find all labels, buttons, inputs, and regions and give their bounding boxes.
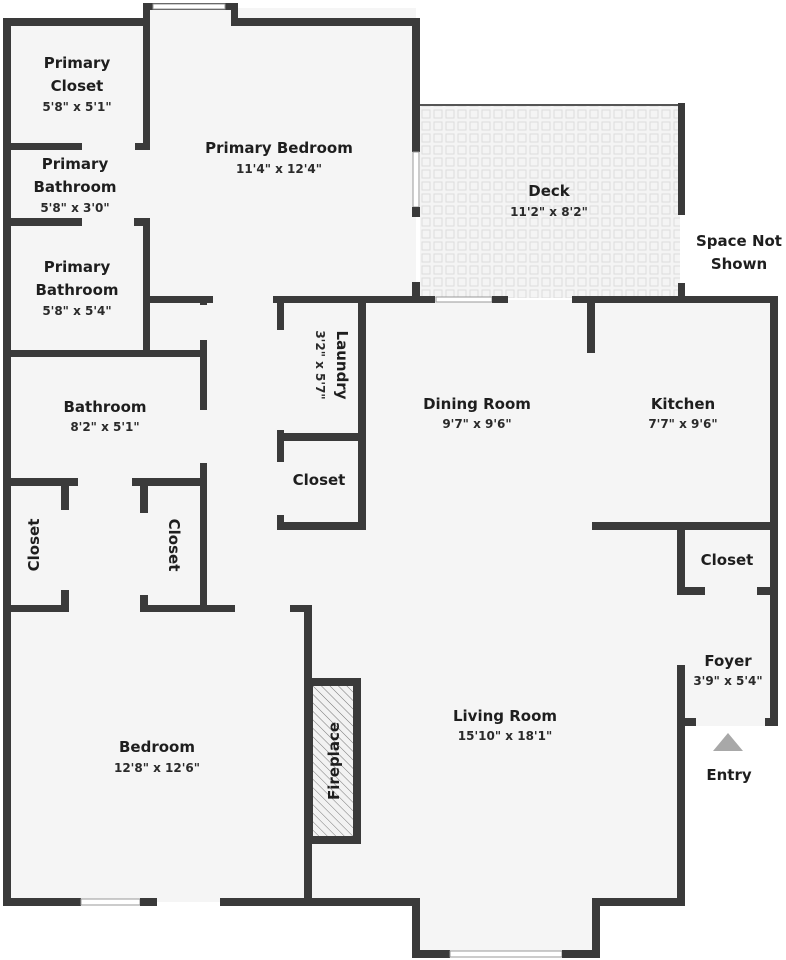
entry-arrow-icon (713, 733, 743, 751)
laundry-dims: 3'2" x 5'7" (313, 330, 327, 399)
deck-floor (420, 106, 680, 298)
primary-closet-label: Primary (44, 54, 111, 72)
hall-closet-label: Closet (293, 471, 346, 489)
kitchen-label: Kitchen (651, 395, 715, 413)
entry-label: Entry (706, 766, 751, 784)
primary-bathroom-large-dims: 5'8" x 5'4" (42, 304, 111, 318)
floor-fill (8, 8, 786, 960)
fireplace: Fireplace (310, 678, 361, 844)
primary-bedroom-dims: 11'4" x 12'4" (236, 162, 322, 176)
foyer-dims: 3'9" x 5'4" (693, 674, 762, 688)
deck-label: Deck (528, 182, 571, 200)
primary-bathroom-large-label: Primary (44, 258, 111, 276)
kitchen-dims: 7'7" x 9'6" (648, 417, 717, 431)
walls (3, 3, 778, 958)
space-not-shown-label: Space Not (696, 232, 782, 250)
primary-closet-label-2: Closet (51, 77, 104, 95)
foyer-closet-label: Closet (701, 551, 754, 569)
primary-bathroom-small-label-2: Bathroom (33, 178, 116, 196)
laundry-label: Laundry (333, 331, 351, 400)
primary-bathroom-small-dims: 5'8" x 3'0" (40, 201, 109, 215)
bedroom-closet-right-label: Closet (165, 519, 183, 572)
dining-room-dims: 9'7" x 9'6" (442, 417, 511, 431)
dining-room-label: Dining Room (423, 395, 531, 413)
room-labels: Primary Closet 5'8" x 5'1" Primary Bedro… (25, 54, 782, 784)
living-room-dims: 15'10" x 18'1" (458, 729, 552, 743)
living-room-label: Living Room (453, 707, 557, 725)
bathroom-dims: 8'2" x 5'1" (70, 420, 139, 434)
deck-dims: 11'2" x 8'2" (510, 205, 588, 219)
primary-bathroom-small-label: Primary (42, 155, 109, 173)
foyer-label: Foyer (704, 652, 752, 670)
space-not-shown-label-2: Shown (711, 255, 767, 273)
primary-bathroom-large-label-2: Bathroom (35, 281, 118, 299)
bedroom-label: Bedroom (119, 738, 195, 756)
fireplace-label: Fireplace (325, 722, 343, 800)
bedroom-dims: 12'8" x 12'6" (114, 761, 200, 775)
primary-closet-dims: 5'8" x 5'1" (42, 100, 111, 114)
primary-bedroom-label: Primary Bedroom (205, 139, 353, 157)
bathroom-label: Bathroom (63, 398, 146, 416)
bedroom-closet-left-label: Closet (25, 519, 43, 572)
